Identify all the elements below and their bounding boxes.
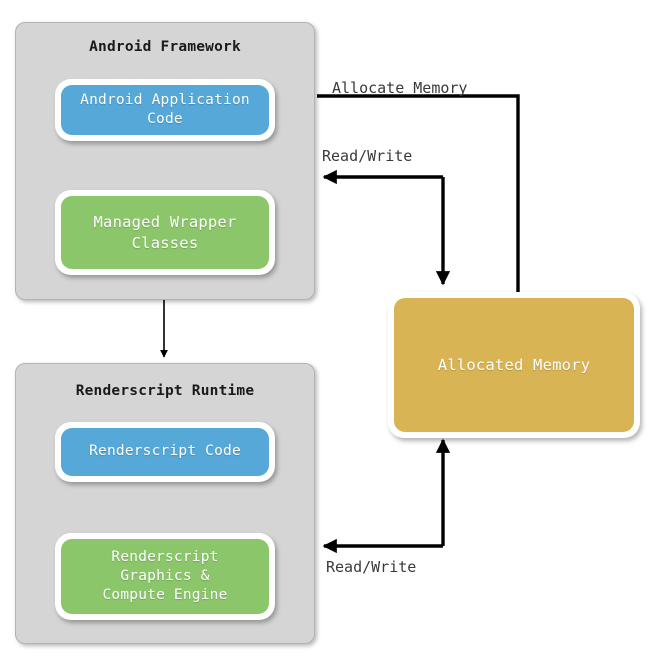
edge-label-allocate-memory: Allocate Memory (332, 79, 468, 97)
node-managed-wrapper-classes[interactable]: Managed Wrapper Classes (55, 190, 275, 275)
edge-label-read-write-top: Read/Write (322, 147, 413, 165)
group-title-renderscript-runtime: Renderscript Runtime (75, 383, 255, 399)
node-renderscript-code[interactable]: Renderscript Code (55, 422, 275, 482)
node-android-application-code[interactable]: Android Application Code (55, 79, 275, 141)
node-allocated-memory[interactable]: Allocated Memory (388, 292, 640, 438)
node-renderscript-graphics-compute-engine-label: Renderscript Graphics & Compute Engine (102, 548, 228, 604)
node-allocated-memory-label: Allocated Memory (437, 355, 591, 374)
node-android-application-code-label: Android Application Code (80, 91, 250, 127)
group-title-android-framework: Android Framework (89, 39, 241, 55)
node-renderscript-graphics-compute-engine-fill: Renderscript Graphics & Compute Engine (61, 539, 269, 614)
node-renderscript-code-fill: Renderscript Code (61, 428, 269, 476)
node-managed-wrapper-classes-label: Managed Wrapper Classes (93, 212, 237, 252)
node-renderscript-code-label: Renderscript Code (89, 443, 241, 460)
node-android-application-code-fill: Android Application Code (61, 85, 269, 135)
node-managed-wrapper-classes-fill: Managed Wrapper Classes (61, 196, 269, 269)
edge-allocate-memory (317, 94, 520, 292)
node-renderscript-graphics-compute-engine[interactable]: Renderscript Graphics & Compute Engine (55, 533, 275, 620)
node-allocated-memory-fill: Allocated Memory (394, 298, 634, 432)
edge-label-read-write-bottom: Read/Write (326, 558, 417, 576)
edge-read-write-top (322, 169, 451, 286)
edge-read-write-bottom (322, 438, 451, 554)
